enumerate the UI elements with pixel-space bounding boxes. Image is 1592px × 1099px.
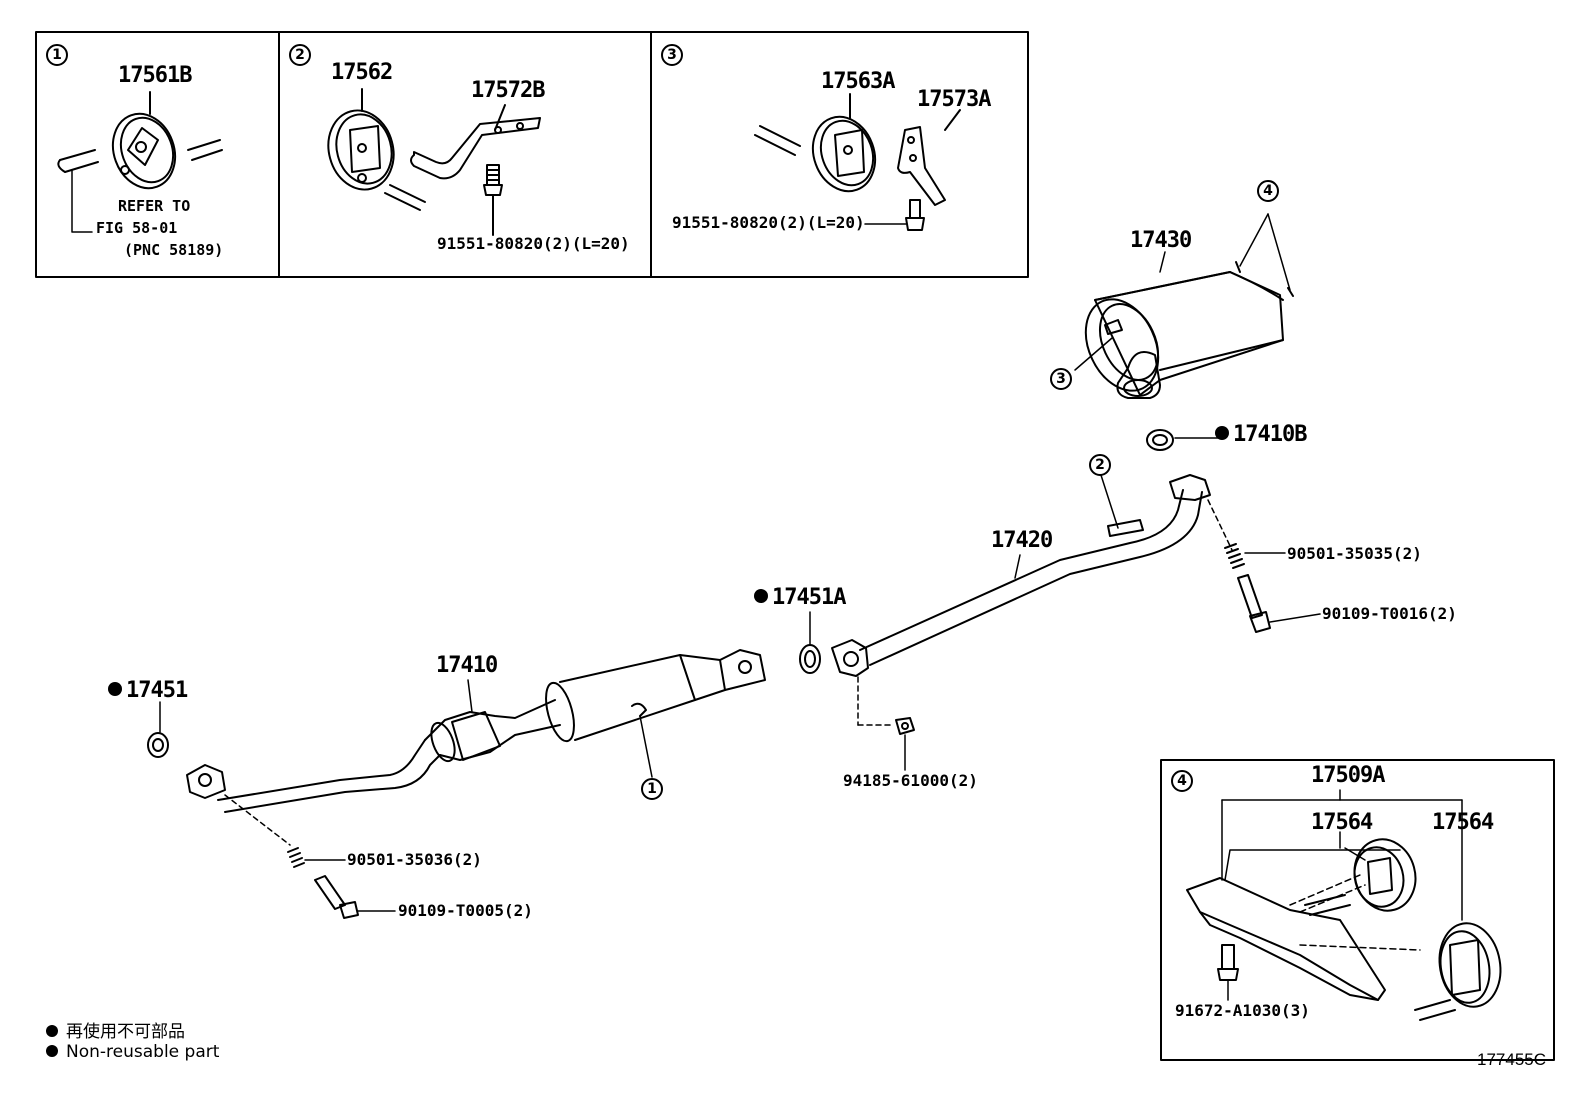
- bracket-17573a-drawing: [897, 109, 961, 206]
- part-number-17561b: 17561B: [118, 63, 192, 88]
- hanger-17564-a-drawing: [1304, 838, 1417, 916]
- part-number-17562: 17562: [331, 60, 393, 85]
- part-number-bolt-inset3: 91551-80820(2)(L=20): [672, 213, 865, 232]
- part-number-17410: 17410: [436, 653, 498, 678]
- part-number-17564-b: 17564: [1432, 810, 1494, 835]
- inset-box-3: [650, 31, 1029, 278]
- callout-3-muffler: 3: [1050, 368, 1072, 390]
- part-number-17420: 17420: [991, 528, 1053, 553]
- legend-jp: 再使用不可部品: [46, 1017, 185, 1042]
- part-number-17451a: 17451A: [754, 587, 846, 609]
- hanger-17561b-drawing: [57, 91, 223, 233]
- legend-dot-icon: [46, 1025, 58, 1037]
- figure-id: 177455C: [1477, 1050, 1547, 1069]
- part-number-17430: 17430: [1130, 228, 1192, 253]
- gasket-17451a-drawing: [799, 611, 821, 674]
- bolt-front-drawing: [314, 875, 396, 919]
- gasket-17410b-drawing: [1146, 429, 1223, 451]
- part-number-91672-a1030: 91672-A1030(3): [1175, 1001, 1310, 1020]
- refer-to-text: REFER TO: [118, 197, 191, 215]
- legend-dot-icon: [46, 1045, 58, 1057]
- hanger-17564-b-drawing: [1414, 922, 1502, 1021]
- spring-rear-drawing: [1224, 543, 1286, 569]
- part-number-17573a: 17573A: [917, 87, 991, 112]
- bolt-inset4-drawing: [1217, 944, 1239, 1001]
- front-pipe-17410-drawing: [186, 649, 766, 846]
- callout-3-inset: 3: [661, 44, 683, 66]
- nut-mid-drawing: [895, 717, 915, 771]
- part-number-bolt-inset2: 91551-80820(2)(L=20): [437, 234, 630, 253]
- gasket-17451-drawing: [147, 701, 169, 758]
- part-number-17572b: 17572B: [471, 78, 545, 103]
- non-reusable-dot-icon: [1215, 426, 1229, 440]
- callout-2-center-pipe: 2: [1089, 454, 1111, 476]
- refer-pnc-text: (PNC 58189): [124, 241, 224, 259]
- refer-fig-text: FIG 58-01: [96, 219, 178, 237]
- callout-4-inset: 4: [1171, 770, 1193, 792]
- muffler-17430-drawing: [1074, 213, 1294, 399]
- non-reusable-dot-icon: [108, 682, 122, 696]
- part-number-90109-t0016: 90109-T0016(2): [1322, 604, 1457, 623]
- bracket-17509a-drawing: [1186, 789, 1463, 1001]
- legend-en: Non-reusable part: [46, 1042, 219, 1062]
- part-number-90501-35035: 90501-35035(2): [1287, 544, 1422, 563]
- bracket-17572b-drawing: [384, 104, 541, 211]
- bolt-rear-drawing: [1237, 574, 1321, 633]
- callout-1-front-pipe: 1: [641, 778, 663, 800]
- callout-4-muffler: 4: [1257, 180, 1279, 202]
- non-reusable-dot-icon: [754, 589, 768, 603]
- part-number-90501-35036: 90501-35036(2): [347, 850, 482, 869]
- bolt-inset2-drawing: [483, 164, 503, 236]
- inset-box-4: [1160, 759, 1555, 1061]
- bolt-inset3-drawing: [864, 199, 925, 231]
- hanger-17562-drawing: [327, 88, 395, 191]
- part-number-17451: 17451: [108, 680, 188, 702]
- part-number-90109-t0005: 90109-T0005(2): [398, 901, 533, 920]
- hanger-17563a-drawing: [754, 93, 877, 193]
- part-number-17563a: 17563A: [821, 69, 895, 94]
- part-number-17564-a: 17564: [1311, 810, 1373, 835]
- callout-1-inset: 1: [46, 44, 68, 66]
- part-number-17509a: 17509A: [1311, 763, 1385, 788]
- center-pipe-17420-drawing: [831, 471, 1233, 726]
- part-number-17410b: 17410B: [1215, 424, 1307, 446]
- spring-front-drawing: [287, 847, 346, 868]
- part-number-94185-61000: 94185-61000(2): [843, 771, 978, 790]
- callout-2-inset: 2: [289, 44, 311, 66]
